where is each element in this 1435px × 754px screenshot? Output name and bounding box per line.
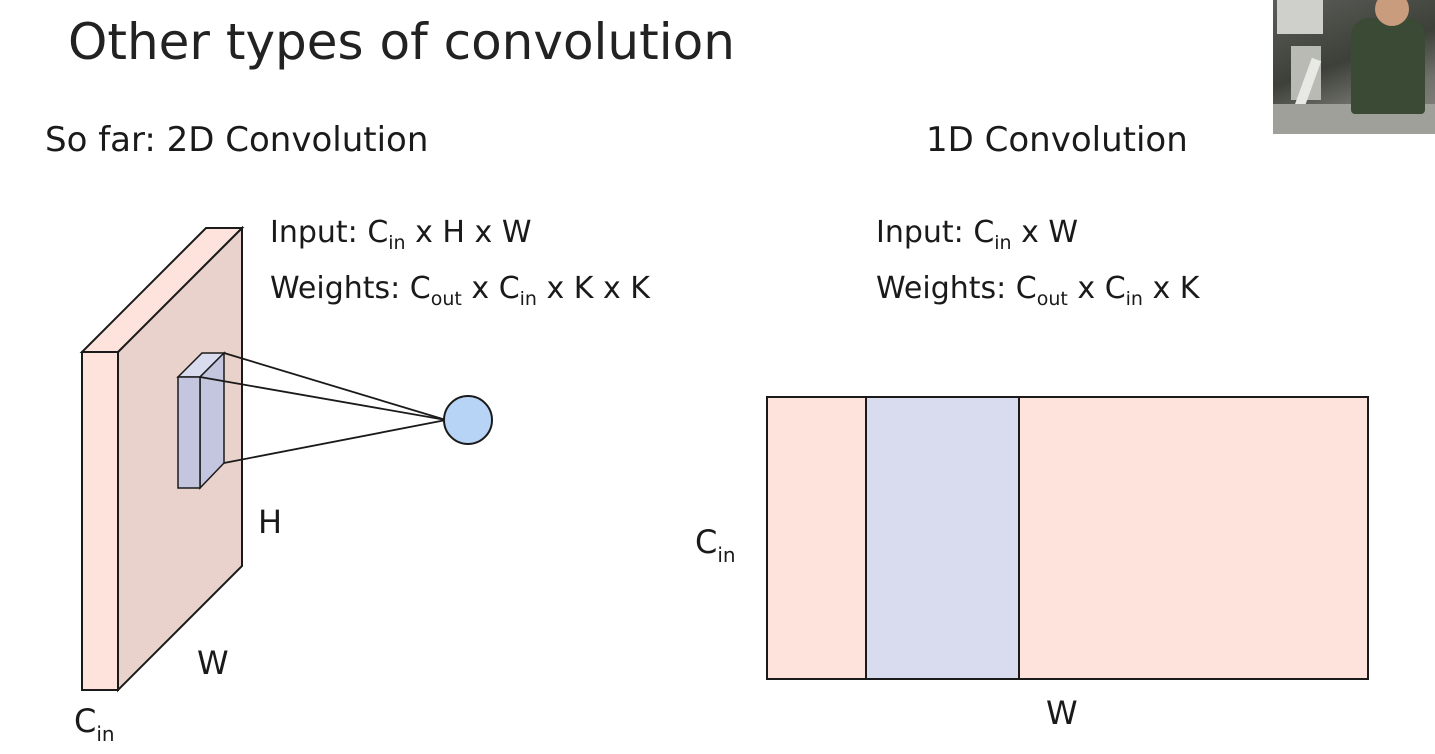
left-shape-info: Input: Cin x H x W Weights: Cout x Cin x… <box>270 210 650 322</box>
input-slab-front <box>81 351 119 691</box>
left-weights-line: Weights: Cout x Cin x K x K <box>270 271 650 310</box>
right-weights-line: Weights: Cout x Cin x K <box>876 271 1200 310</box>
right-subtitle: 1D Convolution <box>926 120 1188 160</box>
label-w-left: W <box>197 644 229 682</box>
label-cin-right: Cin <box>695 523 736 567</box>
sequence-input-rect <box>766 396 1369 680</box>
output-neuron <box>443 395 493 445</box>
right-input-line: Input: Cin x W <box>876 215 1079 254</box>
sequence-kernel-window <box>865 396 1020 680</box>
slide-title: Other types of convolution <box>68 13 735 71</box>
left-subtitle: So far: 2D Convolution <box>45 120 429 160</box>
presenter-webcam <box>1273 0 1435 134</box>
webcam-presenter-head <box>1375 0 1409 26</box>
label-w-right: W <box>1046 694 1078 732</box>
projection-line-1 <box>223 352 447 421</box>
webcam-presenter-body <box>1351 18 1425 114</box>
projection-line-2 <box>199 376 447 421</box>
label-h: H <box>258 503 282 541</box>
kernel-side <box>199 351 225 490</box>
kernel-front <box>177 376 201 489</box>
label-cin-left: Cin <box>74 702 115 746</box>
webcam-whiteboard <box>1277 0 1323 34</box>
left-input-line: Input: Cin x H x W <box>270 215 532 254</box>
right-shape-info: Input: Cin x W Weights: Cout x Cin x K <box>876 210 1199 322</box>
projection-line-3 <box>223 419 447 464</box>
